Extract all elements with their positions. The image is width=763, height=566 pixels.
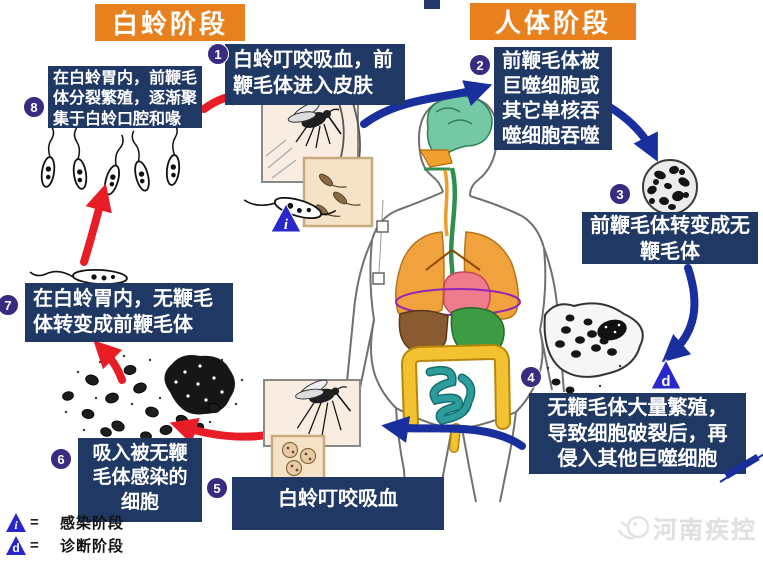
step-5-box: 白蛉叮咬吸血 [232,477,444,530]
stage-header-human: 人体阶段 [470,3,636,40]
reinvasion-loop-arrow [719,453,763,483]
diagnosis-legend-icon: d [6,535,26,555]
sandfly-bite-illustration-bottom [263,379,361,482]
large-intestine [403,346,509,430]
arrow-red-step7-to-step8 [80,183,112,266]
small-intestine [427,367,474,424]
step-2-number: 2 [469,54,491,76]
promastigotes-group-illustration [40,123,181,196]
step-1-box: 白蛉叮咬吸血，前 鞭毛体进入皮肤 [225,44,405,105]
arrow-red-step6-to-step7 [93,340,126,384]
nasal-cavity [418,149,453,168]
step-7-number: 7 [0,294,19,316]
step-4-box: 无鞭毛体大量繁殖， 导致细胞破裂后，再 侵入其他巨噬细胞 [529,393,746,474]
watermark-logo [617,515,650,539]
legend-infection-row: i = 感染阶段 [4,511,124,533]
amastigote-macrophage-illustration [543,302,644,396]
arrow-blue-step3-to-step4 [661,264,699,363]
diagnosis-legend-letter: d [12,541,19,555]
legend-equals-sign: = [30,513,39,531]
legend-infection-label: 感染阶段 [60,514,125,532]
step-8-box: 在白蛉胃内，前鞭毛 体分裂繁殖，逐渐聚 集于白蛉口腔和喙 [48,66,202,128]
arrow-blue-step1-to-step2 [360,80,493,128]
diagnosis-marker-letter: d [661,373,670,390]
macrophage-cell-illustration [642,159,698,215]
left-lung [395,231,445,320]
legend-equals-sign: = [30,536,39,554]
step-7-box: 在白蛉胃内，无鞭毛 体转变成前鞭毛体 [25,283,233,342]
step-4-number: 4 [520,366,542,388]
edge-fragment [424,0,440,9]
body-tag-lower [372,272,385,285]
infection-stage-marker: i [270,202,302,233]
watermark-text: 河南疾控 [653,517,757,544]
legend-diagnosis-label: 诊断阶段 [60,537,125,555]
step-6-box: 吸入被无鞭 毛体感染的 细胞 [78,438,202,522]
organs-illustration [395,95,521,453]
watermark: 河南疾控 [615,510,757,545]
stage-header-sandfly: 白蛉阶段 [95,4,245,41]
promastigote-skin-illustration [243,196,337,220]
infection-legend-icon: i [6,512,26,532]
arrow-blue-step2-to-step3 [604,102,658,162]
step-1-number: 1 [207,43,229,65]
trachea [443,169,449,237]
step-3-number: 3 [609,183,631,205]
human-body-illustration [344,94,565,503]
step-3-box: 前鞭毛体转变成无 鞭毛体 [582,212,758,264]
infection-legend-letter: i [14,518,18,532]
legend-diagnosis-row: d = 诊断阶段 [4,534,124,556]
step-8-number: 8 [23,96,45,118]
step-5-number: 5 [206,477,228,499]
step-2-box: 前鞭毛体被 巨噬细胞或 其它单核吞 噬细胞吞噬 [494,47,612,150]
arrow-blue-step4-to-step5 [381,415,526,450]
diagnosis-stage-marker: d [650,358,682,390]
body-tag-upper [376,220,389,233]
step-6-number: 6 [50,448,72,470]
infection-marker-letter: i [284,217,289,233]
